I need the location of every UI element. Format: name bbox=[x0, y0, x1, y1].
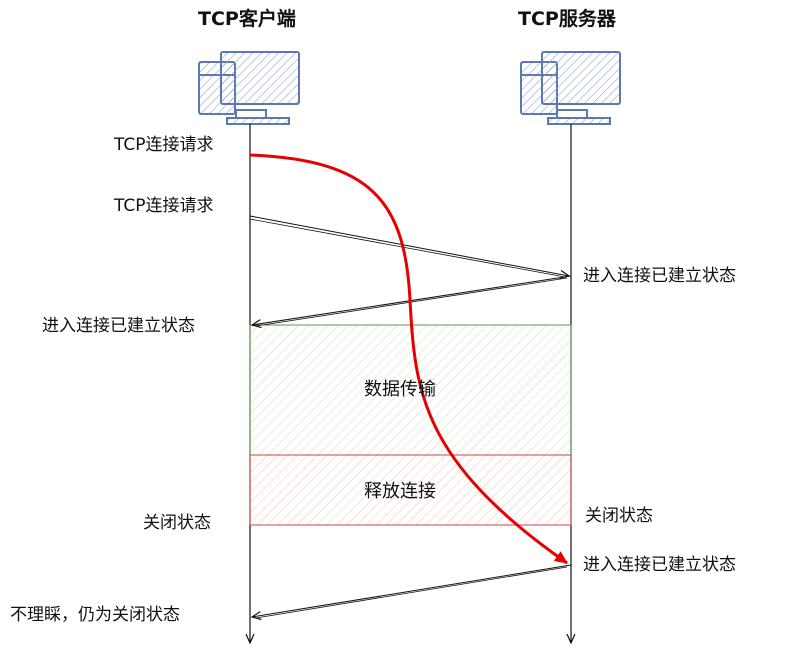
server-closed-label: 关闭状态 bbox=[585, 506, 653, 526]
client-established-label: 进入连接已建立状态 bbox=[42, 316, 195, 336]
delayed-ack-message-double bbox=[255, 566, 568, 619]
client-request-label-1: TCP连接请求 bbox=[114, 135, 214, 155]
release-label: 释放连接 bbox=[364, 481, 436, 502]
server-established-label-2: 进入连接已建立状态 bbox=[583, 555, 736, 575]
server-established-label: 进入连接已建立状态 bbox=[583, 266, 736, 286]
server-computer-icon bbox=[520, 51, 621, 125]
data-transfer-label: 数据传输 bbox=[364, 379, 436, 400]
connect-request-message bbox=[249, 215, 569, 276]
delayed-ack-message bbox=[252, 564, 572, 617]
client-request-label-2: TCP连接请求 bbox=[114, 196, 214, 216]
client-title: TCP客户端 bbox=[198, 8, 296, 30]
connect-request-message-double bbox=[249, 218, 566, 278]
client-closed-label: 关闭状态 bbox=[143, 513, 211, 533]
server-title: TCP服务器 bbox=[518, 8, 616, 30]
client-ignore-label: 不理睬，仍为关闭状态 bbox=[10, 605, 180, 625]
client-computer-icon bbox=[198, 51, 300, 125]
delayed-request-curve bbox=[249, 153, 568, 565]
release-band bbox=[249, 454, 572, 526]
